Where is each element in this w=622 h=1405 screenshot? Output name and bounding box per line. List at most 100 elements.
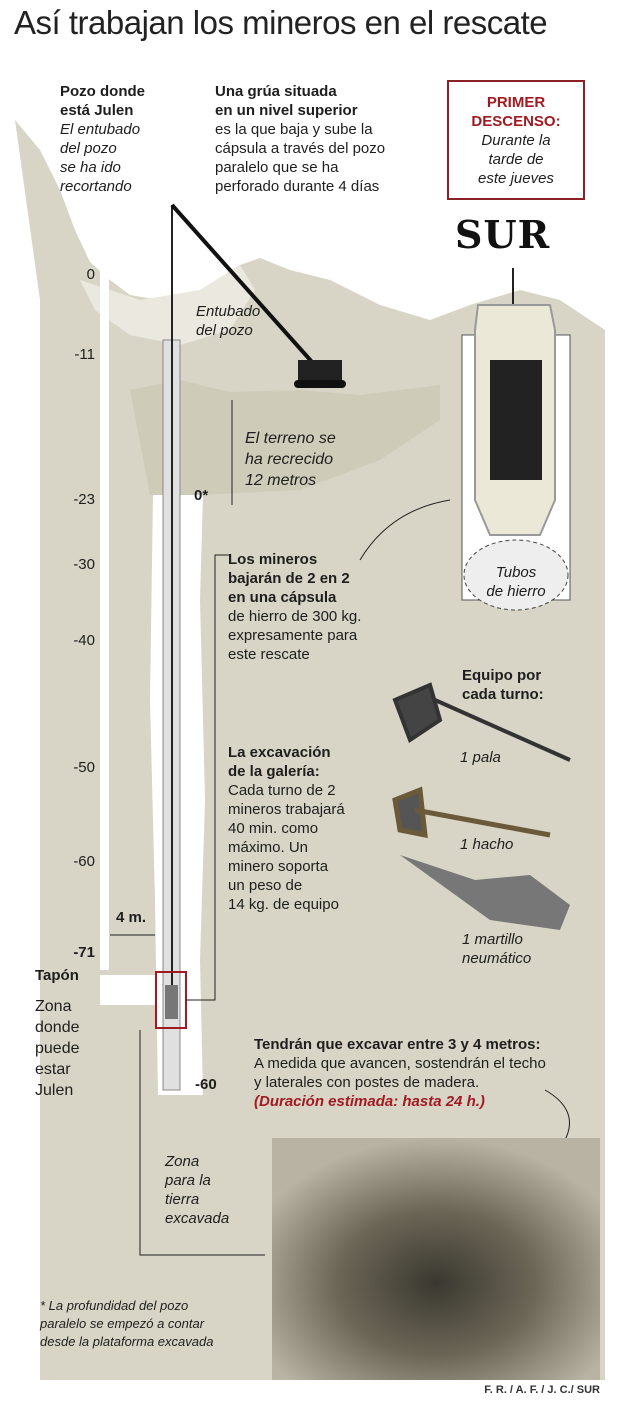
footnote-line: * La profundidad del pozo (40, 1298, 189, 1313)
tunnel-arrow (544, 1089, 570, 1141)
first-descent-text: este jueves (478, 170, 554, 187)
crane-heading: Una grúa situada (215, 83, 337, 100)
raised-ground (130, 380, 440, 495)
casing-text: Entubado (196, 303, 261, 320)
page-title: Así trabajan los mineros en el rescate (14, 4, 548, 41)
first-descent-text: Durante la (481, 132, 551, 149)
ground-raised-text: 12 metros (245, 472, 317, 489)
casing-text: del pozo (196, 322, 253, 339)
julen-zone-label: Zona donde puede estar Julen (35, 996, 80, 1101)
dirt-zone-text: para la (165, 1172, 211, 1189)
dig-duration: (Duración estimada: hasta 24 h.) (254, 1093, 485, 1110)
excavation-text: minero soporta (228, 858, 329, 875)
jackhammer-icon (400, 855, 570, 930)
miners-descent-label: Los mineros bajarán de 2 en 2 en una cáp… (228, 550, 361, 664)
julen-zone-text: puede (35, 1040, 80, 1057)
equipment-text: 1 martillo (462, 931, 523, 948)
well-text: recortando (60, 178, 132, 195)
credit: F. R. / A. F. / J. C./ SUR (484, 1384, 600, 1396)
equipment-jackhammer: 1 martillo neumático (462, 930, 531, 968)
miners-text: expresamente para (228, 627, 358, 644)
julen-shaft (100, 255, 109, 970)
excavation-text: mineros trabajará (228, 801, 345, 818)
crane-body (298, 360, 342, 380)
miners-heading: en una cápsula (228, 589, 337, 606)
equipment-heading-line: Equipo por (462, 667, 542, 684)
crane-text: paralelo que se ha (215, 159, 339, 176)
excavation-label: La excavación de la galería: Cada turno … (228, 743, 345, 914)
miners-heading: Los mineros (228, 551, 318, 568)
well-text: del pozo (60, 140, 117, 157)
capsule-zoom-arrow (359, 499, 451, 561)
first-descent-heading: PRIMER (486, 94, 546, 111)
dig-info-heading: Tendrán que excavar entre 3 y 4 metros: (254, 1036, 541, 1053)
miners-silhouette (490, 360, 542, 480)
depth-mark: -23 (73, 491, 95, 508)
well-text: El entubado (60, 121, 141, 138)
dig-info-text: y laterales con postes de madera. (254, 1074, 480, 1091)
casing-label: Entubado del pozo (196, 302, 260, 340)
footnote-line: desde la plataforma excavada (40, 1334, 214, 1349)
well-heading: Pozo donde (60, 83, 145, 100)
plug-label: Tapón (35, 967, 79, 984)
footnote: * La profundidad del pozo paralelo se em… (40, 1297, 213, 1351)
axe-icon (392, 786, 551, 839)
zero-mark: 0* (194, 487, 209, 504)
crane-text: perforado durante 4 días (215, 178, 380, 195)
crane-tracks (294, 380, 346, 388)
equipment-text: neumático (462, 950, 532, 967)
tubes-label: Tubos de hierro (476, 563, 556, 601)
first-descent-box: PRIMER DESCENSO: Durante la tarde de est… (447, 80, 585, 200)
excavation-text: 40 min. como (228, 820, 319, 837)
first-descent-text: tarde de (488, 151, 544, 168)
dirt-zone-text: excavada (165, 1210, 230, 1227)
tunnel-photo (272, 1138, 600, 1380)
crane-label: Una grúa situada en un nivel superior es… (215, 82, 385, 196)
dig-info: Tendrán que excavar entre 3 y 4 metros: … (254, 1035, 546, 1111)
upper-ground (80, 265, 255, 345)
depth-mark: -71 (73, 944, 95, 961)
miners-text: de hierro de 300 kg. (228, 608, 362, 625)
dirt-zone-label: Zona para la tierra excavada (165, 1152, 229, 1228)
parallel-bottom-mark: -60 (195, 1076, 217, 1093)
excavation-text: un peso de (228, 877, 303, 894)
depth-mark: -50 (73, 759, 95, 776)
sur-logo: SUR (455, 212, 551, 257)
julen-zone-text: Zona (35, 998, 72, 1015)
distance-label: 4 m. (116, 909, 147, 926)
dirt-zone-text: Zona (165, 1153, 200, 1170)
excavation-heading: de la galería: (228, 763, 320, 780)
ground-raised-text: ha recrecido (245, 451, 334, 468)
equipment-shovel: 1 pala (460, 749, 501, 766)
well-text: se ha ido (60, 159, 121, 176)
tubes-text: de hierro (486, 583, 546, 600)
dirt-zone-text: tierra (165, 1191, 200, 1208)
julen-zone-text: Julen (35, 1082, 74, 1099)
equipment-heading-line: cada turno: (462, 686, 544, 703)
depth-mark: -60 (73, 853, 95, 870)
ground-raised-label: El terreno se ha recrecido 12 metros (245, 428, 336, 491)
depth-mark: -11 (74, 346, 95, 363)
depth-mark: -30 (73, 556, 95, 573)
julen-zone (100, 975, 160, 1005)
crane-text: cápsula a través del pozo (215, 140, 386, 157)
ground-raised-text: El terreno se (245, 430, 336, 447)
tube-bottom (463, 539, 569, 611)
shovel-icon (392, 682, 571, 762)
excavation-text: 14 kg. de equipo (228, 896, 339, 913)
miners-text: este rescate (228, 646, 310, 663)
equipment-axe: 1 hacho (460, 836, 514, 853)
depth-mark: 0 (86, 266, 95, 283)
well-label: Pozo donde está Julen El entubado del po… (60, 82, 145, 196)
tubes-text: Tubos (495, 564, 537, 581)
first-descent-heading: DESCENSO: (471, 113, 561, 130)
excavation-heading: La excavación (228, 744, 331, 761)
capsule-small (165, 985, 178, 1019)
crane-heading: en un nivel superior (215, 102, 358, 119)
miners-heading: bajarán de 2 en 2 (228, 570, 350, 587)
julen-zone-text: donde (35, 1019, 80, 1036)
excavation-text: máximo. Un (228, 839, 309, 856)
crane-text: es la que baja y sube la (215, 121, 373, 138)
